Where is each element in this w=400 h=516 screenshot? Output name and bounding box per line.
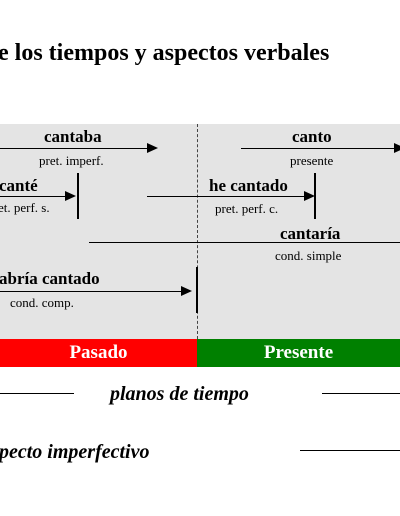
tense-cantaba-label: cantaba [44,127,102,146]
tense-he-cantado-label: he cantado [209,176,288,195]
timeline-panel [0,124,400,339]
tense-cante-label: canté [0,176,38,195]
tense-cantaria-label: cantaría [280,224,341,243]
tense-he-cantado-arrow [147,190,315,201]
tense-canto-arrow [241,142,400,153]
present-divider [197,124,198,339]
aspecto-line-right [300,450,400,451]
tense-habria-cantado-label: abría cantado [0,269,100,288]
tense-habria-cantado-endpoint [196,267,198,313]
page-title: e los tiempos y aspectos verbales [0,40,330,66]
tense-cante-sub: et. perf. s. [0,200,50,215]
tense-cantaba-arrow [0,142,158,153]
planos-line-right [322,393,400,394]
tense-cantaba-sub: pret. imperf. [39,153,104,168]
tense-cantaria-sub: cond. simple [275,248,342,263]
planos-de-tiempo-label: planos de tiempo [110,383,249,405]
planos-line-left [0,393,74,394]
tense-he-cantado-sub: pret. perf. c. [215,201,279,216]
tense-cantaria-line [89,242,400,243]
tense-cante-endpoint [77,173,79,219]
tense-he-cantado-endpoint [314,173,316,219]
tense-habria-cantado-arrow [0,285,192,296]
tense-canto-label: canto [292,127,332,146]
band-presente: Presente [197,339,400,367]
tense-cante-arrow [0,190,76,201]
tense-habria-cantado-sub: cond. comp. [10,295,74,310]
band-pasado: Pasado [0,339,197,367]
aspecto-imperfectivo-label: pecto imperfectivo [0,441,150,463]
tense-canto-sub: presente [290,153,334,168]
